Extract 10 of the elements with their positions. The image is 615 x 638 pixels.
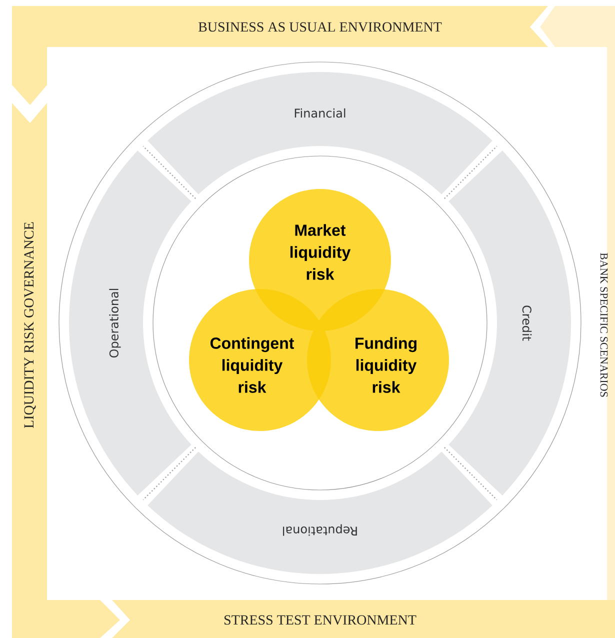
venn-label: Market liquidity risk [290,224,351,280]
ring-segment: Operational [69,150,192,496]
ring-segment: Financial [148,72,492,194]
banner-band: BUSINESS AS USUAL ENVIRONMENT [12,6,548,105]
ring-segment: Credit [448,150,571,496]
venn-label: Funding liquidity risk [356,337,417,393]
banner-band: STRESS TEST ENVIRONMENT [112,600,615,638]
ring-segment: Reputational [148,452,492,574]
banner-band: BANK SPECIFIC SCENARIOS [540,6,615,600]
venn-label: Contingent liquidity risk [210,337,294,393]
